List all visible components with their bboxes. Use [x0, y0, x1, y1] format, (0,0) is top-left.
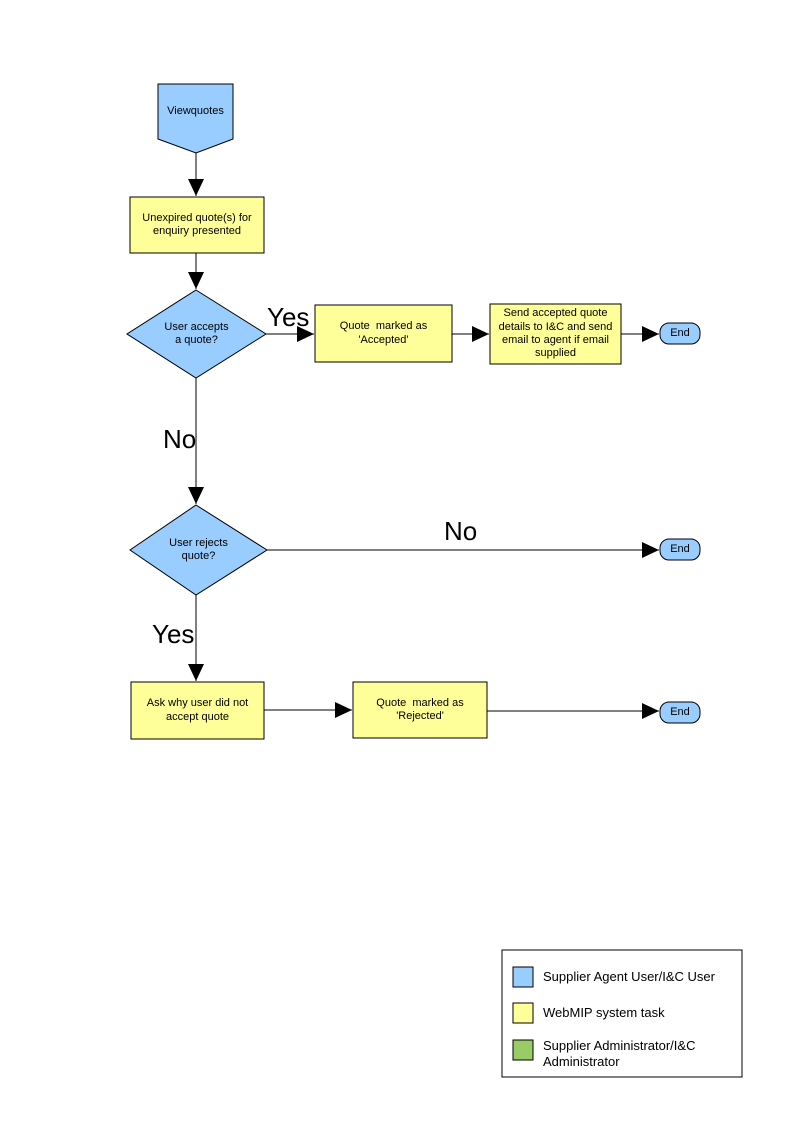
reject-decision-label: User rejects quote? — [169, 536, 228, 562]
mark-rejected-label: Quote marked as 'Rejected' — [376, 696, 464, 722]
end-rejected-label: End — [670, 705, 690, 718]
edge-label-reject-no: No — [444, 516, 478, 546]
mark-rejected-box-shape — [352, 681, 488, 739]
legend-swatch-yellow — [512, 1002, 534, 1024]
accept-decision-label: User accepts a quote? — [164, 320, 229, 346]
mark-accepted-box-shape — [314, 304, 453, 363]
end-no-reject-label: End — [670, 542, 690, 555]
legend-item-supplier-administrator: Supplier Administrator/I&C Administrator — [543, 1038, 696, 1069]
start-label: Viewquotes — [167, 104, 224, 117]
end-accept-shape — [659, 322, 701, 345]
reject-decision-diamond-shape — [129, 504, 268, 596]
mark-accepted-label: Quote marked as 'Accepted' — [339, 320, 428, 346]
ask-why-box-shape — [130, 681, 265, 740]
send-details-box-shape — [489, 303, 622, 365]
edge-label-accept-no: No — [163, 424, 197, 454]
present-quotes-box-shape — [129, 196, 265, 254]
accept-decision-diamond-shape — [126, 289, 267, 379]
legend-swatch-blue — [512, 966, 534, 988]
edge-label-reject-yes: Yes — [152, 619, 195, 649]
send-details-label: Send accepted quote details to I&C and s… — [498, 307, 613, 360]
ask-why-label: Ask why user did not accept quote — [146, 697, 249, 723]
legend-item-supplier-agent-user: Supplier Agent User/I&C User — [543, 969, 715, 984]
end-no-reject-shape — [659, 538, 701, 561]
start-pentagon-shape — [157, 83, 234, 154]
present-quotes-label: Unexpired quote(s) for enquiry presented — [142, 211, 252, 237]
legend-swatch-green — [512, 1039, 534, 1061]
edge-label-accept-yes: Yes — [267, 302, 310, 332]
legend-box — [501, 949, 743, 1078]
legend-item-webmip-system-task: WebMIP system task — [543, 1005, 665, 1020]
end-accept-label: End — [670, 326, 690, 339]
end-rejected-shape — [659, 701, 701, 724]
